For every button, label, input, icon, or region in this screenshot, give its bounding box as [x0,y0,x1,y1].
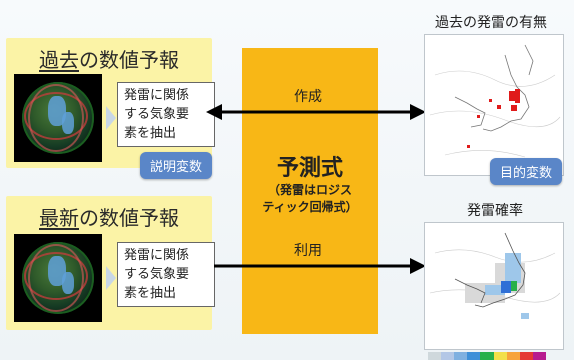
past-extract-line-1: 発雷に関係 [124,88,190,103]
past-extract-text-box: 発雷に関係 する気象要 素を抽出 [117,82,215,147]
prediction-formula-subtitle: （発雷はロジス ティック回帰式） [242,182,378,216]
probability-color-legend [428,352,546,360]
objective-variable-tag: 目的変数 [490,158,563,185]
latest-extract-text-box: 発雷に関係 する気象要 素を抽出 [117,242,215,307]
arrow-label-create: 作成 [294,89,322,105]
arrow-label-use: 利用 [294,243,322,259]
past-lightning-map [424,34,564,176]
latest-extract-line-1: 発雷に関係 [124,248,190,263]
past-lightning-title: 過去の発雷の有無 [435,15,547,31]
prediction-subtitle-line-2: ティック回帰式） [262,200,358,214]
latest-title-prefix: 最新 [39,206,79,230]
lightning-probability-map [424,222,564,350]
latest-extract-line-2: する気象要 [124,267,190,282]
prediction-formula-box: 予測式 （発雷はロジス ティック回帰式） [242,48,378,334]
prediction-subtitle-line-1: （発雷はロジス [267,183,352,197]
past-forecast-panel: 過去の数値予報 発雷に関係 する気象要 素を抽出 [6,38,215,168]
chevron-right-icon [106,266,116,290]
past-title-prefix: 過去 [39,48,79,72]
past-lightning-map-svg [429,44,561,158]
past-extract-line-3: 素を抽出 [124,126,177,141]
lightning-probability-map-svg [429,232,561,319]
latest-forecast-globe-image [14,234,102,322]
latest-forecast-panel: 最新の数値予報 発雷に関係 する気象要 素を抽出 [6,196,215,330]
prediction-formula-title: 予測式 [276,156,343,181]
past-forecast-title: 過去の数値予報 [6,44,212,73]
lightning-probability-title: 発雷確率 [467,203,523,219]
latest-forecast-title: 最新の数値予報 [6,202,212,231]
explanatory-variable-tag: 説明変数 [140,152,213,179]
past-title-suffix: の数値予報 [79,48,179,72]
latest-extract-line-3: 素を抽出 [124,286,177,301]
past-forecast-globe-image [14,74,102,162]
chevron-right-icon [106,106,116,130]
latest-title-suffix: の数値予報 [79,206,179,230]
past-extract-line-2: する気象要 [124,107,190,122]
